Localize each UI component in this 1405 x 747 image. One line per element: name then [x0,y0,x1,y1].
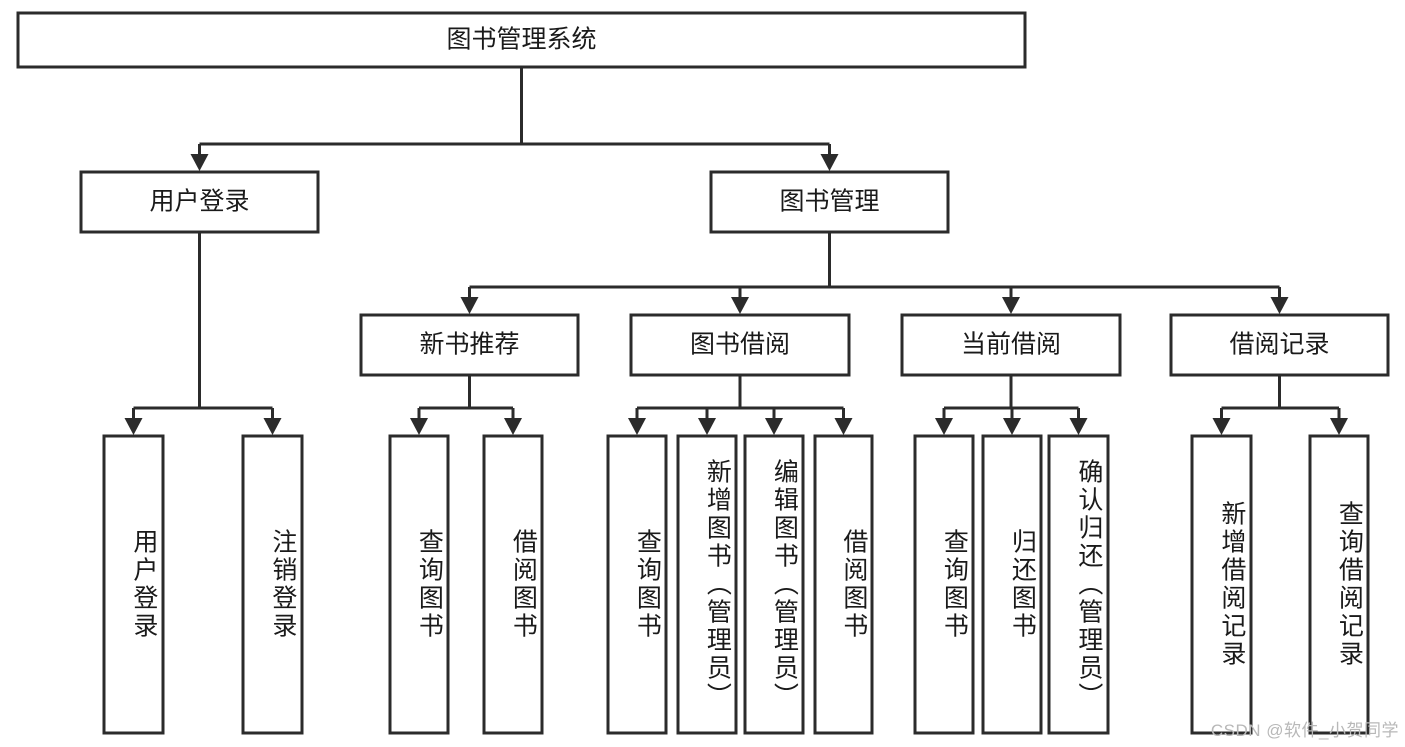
node-box[interactable] [709,170,950,234]
node-box[interactable] [900,313,1122,377]
arrow-head-icon [263,418,282,435]
arrow-head-icon [1003,418,1021,435]
arrow-head-icon [765,418,783,435]
node-root[interactable]: 图书管理系统 [16,11,1027,69]
node-leaf-query-book-borrow[interactable]: 查询图书 [606,434,668,735]
connector-group-user-login [124,232,282,435]
node-box[interactable] [743,434,805,735]
node-label: 编辑图书（管理员） [770,459,799,711]
node-label: 当前借阅 [961,331,1061,359]
arrow-head-icon [1212,418,1231,435]
node-box[interactable] [16,11,1027,69]
arrow-head-icon [504,418,522,435]
connector-group-borrow-record [1212,375,1348,435]
node-label: 查询图书 [940,529,969,641]
node-box[interactable] [981,434,1043,735]
node-label: 查询图书 [415,529,444,641]
arrow-head-icon [698,418,716,435]
node-label: 归还图书 [1008,529,1037,641]
node-leaf-query-borrow-record[interactable]: 查询借阅记录 [1308,434,1370,735]
node-box[interactable] [629,313,851,377]
node-box[interactable] [102,434,165,735]
node-book-borrow[interactable]: 图书借阅 [629,313,851,377]
arrow-head-icon [935,418,953,435]
node-box[interactable] [1190,434,1253,735]
node-box[interactable] [482,434,544,735]
connector-group-book-management [460,232,1289,314]
arrow-head-icon [1069,418,1088,435]
node-leaf-user-login[interactable]: 用户登录 [102,434,165,735]
node-label: 借阅图书 [509,529,538,641]
node-box[interactable] [1047,434,1110,735]
node-box[interactable] [676,434,738,735]
arrow-head-icon [1002,297,1020,314]
arrow-head-icon [1270,297,1289,314]
node-label: 查询借阅记录 [1335,501,1364,669]
node-book-management[interactable]: 图书管理 [709,170,950,234]
node-label: 图书管理系统 [446,26,596,54]
node-leaf-query-book-current[interactable]: 查询图书 [913,434,975,735]
node-box[interactable] [813,434,874,735]
arrow-head-icon [410,418,428,435]
node-box[interactable] [1308,434,1370,735]
node-box[interactable] [1169,313,1390,377]
node-box[interactable] [79,170,320,234]
arrow-head-icon [190,154,209,171]
node-label: 新书推荐 [419,331,519,359]
node-current-borrow[interactable]: 当前借阅 [900,313,1122,377]
node-leaf-borrow-book[interactable]: 借阅图书 [813,434,874,735]
node-label: 图书借阅 [690,331,790,359]
connector-group-book-borrow [628,375,853,435]
node-leaf-edit-book-admin[interactable]: 编辑图书（管理员） [743,434,805,735]
node-new-book-recommend[interactable]: 新书推荐 [359,313,580,377]
arrow-head-icon [731,297,749,314]
node-label: 注销登录 [269,529,298,641]
node-label: 借阅图书 [840,529,869,641]
node-label: 图书管理 [779,188,879,216]
node-leaf-return-book[interactable]: 归还图书 [981,434,1043,735]
connectors-layer [124,67,1348,435]
node-box[interactable] [241,434,304,735]
node-label: 借阅记录 [1229,331,1329,359]
node-label: 查询图书 [633,529,662,641]
node-borrow-record[interactable]: 借阅记录 [1169,313,1390,377]
node-leaf-logout[interactable]: 注销登录 [241,434,304,735]
connector-group-new-book-recommend [410,375,522,435]
node-box[interactable] [388,434,450,735]
arrow-head-icon [1330,418,1348,435]
node-label: 用户登录 [130,529,159,641]
node-label: 用户登录 [149,188,249,216]
node-user-login[interactable]: 用户登录 [79,170,320,234]
node-leaf-borrow-book-recommend[interactable]: 借阅图书 [482,434,544,735]
node-label: 新增借阅记录 [1218,501,1247,669]
connector-group-root [190,67,839,171]
arrow-head-icon [124,418,143,435]
node-leaf-confirm-return-admin[interactable]: 确认归还（管理员） [1047,434,1110,735]
node-box[interactable] [913,434,975,735]
arrow-head-icon [628,418,646,435]
watermark-label: CSDN @软件_小贺同学 [1210,721,1399,740]
arrow-head-icon [820,154,839,171]
node-box[interactable] [606,434,668,735]
node-box[interactable] [359,313,580,377]
node-label: 新增图书（管理员） [703,459,732,711]
node-leaf-add-borrow-record[interactable]: 新增借阅记录 [1190,434,1253,735]
connector-group-current-borrow [935,375,1088,435]
arrow-head-icon [834,418,853,435]
node-label: 确认归还（管理员） [1075,459,1104,711]
arrow-head-icon [460,297,479,314]
nodes-layer: 图书管理系统用户登录图书管理新书推荐图书借阅当前借阅借阅记录用户登录注销登录查询… [16,11,1390,735]
node-leaf-query-book-recommend[interactable]: 查询图书 [388,434,450,735]
node-leaf-add-book-admin[interactable]: 新增图书（管理员） [676,434,738,735]
